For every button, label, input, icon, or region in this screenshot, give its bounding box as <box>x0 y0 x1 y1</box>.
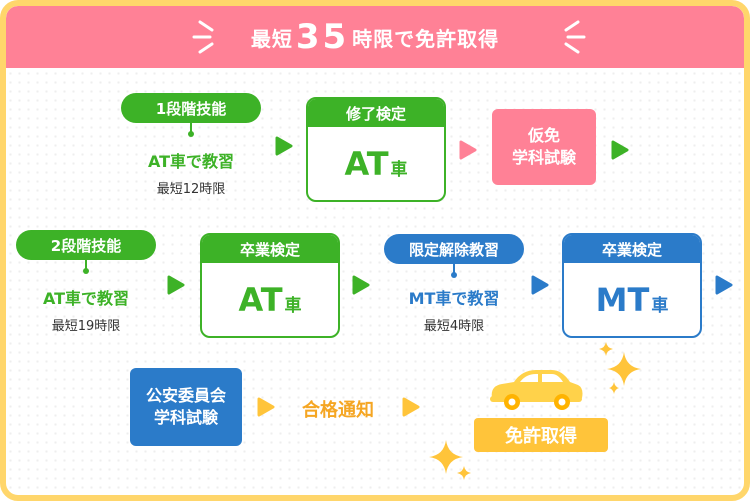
limited-min: 最短4時限 <box>423 319 485 334</box>
shuryo-kentei-card: 修了検定 AT 車 <box>306 97 446 202</box>
stage1-min: 最短12時限 <box>156 182 226 197</box>
arrow-right-icon <box>256 396 276 418</box>
header-prefix: 最短 <box>250 26 293 51</box>
arrow-right-icon <box>401 396 421 418</box>
card-sub: 車 <box>284 296 302 316</box>
notice-text: 合格通知 <box>302 400 374 421</box>
exam-line2: 学科試験 <box>511 148 576 167</box>
exam-line1: 仮免 <box>527 126 560 146</box>
header-banner: 最短 35 時限で免許取得 <box>6 6 744 68</box>
stage2-text: AT車で教習 <box>42 289 130 308</box>
arrow-right-icon <box>530 274 550 296</box>
sparkle-icon <box>429 440 471 480</box>
stage2-min: 最短19時限 <box>51 319 121 334</box>
arrow-right-icon <box>714 274 734 296</box>
arrow-right-icon <box>351 274 371 296</box>
card-title: 卒業検定 <box>202 235 338 263</box>
card-main: AT <box>238 280 283 319</box>
karimen-exam-box: 仮免 学科試験 <box>492 109 596 185</box>
card-main: AT <box>344 144 389 183</box>
connector <box>190 123 192 133</box>
stage1-text: AT車で教習 <box>147 152 235 171</box>
car-icon <box>490 370 583 410</box>
header-number: 35 <box>295 17 350 57</box>
connector-dot <box>83 268 89 274</box>
card-title: 修了検定 <box>308 99 444 127</box>
arrow-right-icon <box>274 135 294 157</box>
stage2-label: 2段階技能 <box>16 230 156 260</box>
connector-dot <box>451 272 457 278</box>
card-sub: 車 <box>390 160 408 180</box>
arrow-right-icon <box>458 139 478 161</box>
header-suffix: 時限で免許取得 <box>352 26 500 51</box>
sparkle-icon <box>599 342 641 394</box>
connector <box>453 264 455 274</box>
license-banner: 免許取得 <box>474 418 608 452</box>
card-sub: 車 <box>651 296 669 316</box>
card-main: MT <box>595 280 650 319</box>
limited-label: 限定解除教習 <box>384 234 524 264</box>
sotsugyo-kentei-mt-card: 卒業検定 MT 車 <box>562 233 702 338</box>
burst-icon <box>564 20 586 54</box>
card-title: 卒業検定 <box>564 235 700 263</box>
arrow-right-icon <box>610 139 630 161</box>
exam-line2: 学科試験 <box>153 408 218 427</box>
stage1-label: 1段階技能 <box>121 93 261 123</box>
public-safety-exam-box: 公安委員会 学科試験 <box>130 368 242 446</box>
sotsugyo-kentei-at-card: 卒業検定 AT 車 <box>200 233 340 338</box>
burst-icon <box>192 20 214 54</box>
connector-dot <box>188 131 194 137</box>
arrow-right-icon <box>166 274 186 296</box>
connector <box>85 260 87 270</box>
exam-line1: 公安委員会 <box>145 386 226 406</box>
limited-text: MT車で教習 <box>408 289 500 308</box>
